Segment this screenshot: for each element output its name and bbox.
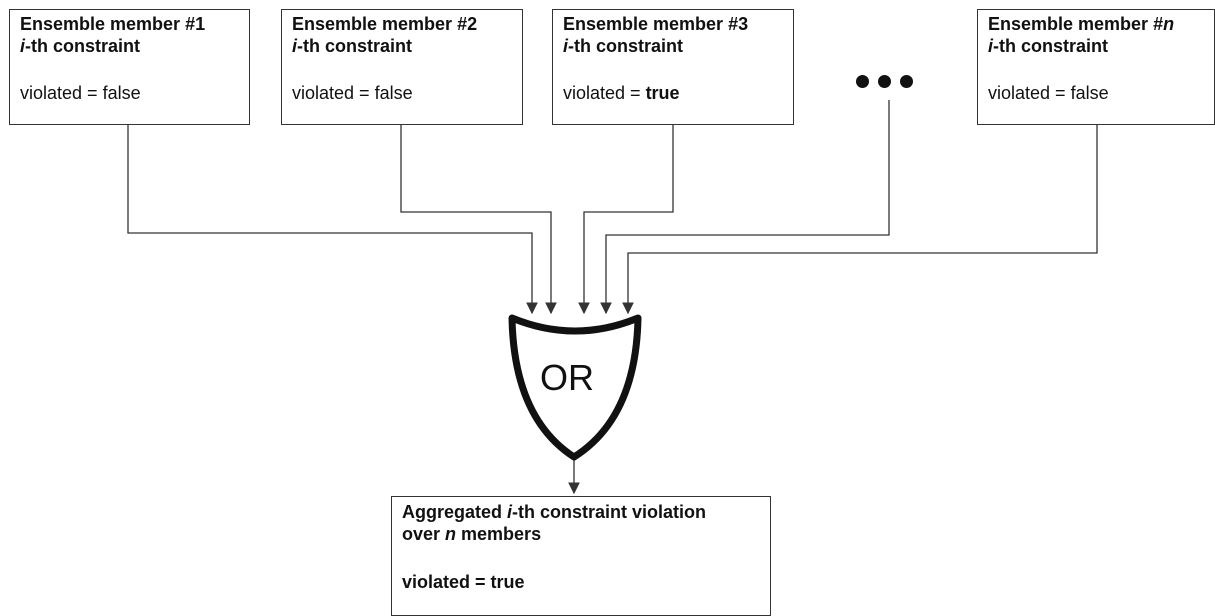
ensemble-member-3-box: Ensemble member #3 i-th constraint viola… [552, 9, 794, 125]
ellipsis-dot [878, 75, 891, 88]
member-2-constraint: i-th constraint [292, 36, 413, 56]
member-n-status: violated = false [988, 83, 1109, 103]
member-2-title: Ensemble member #2 [292, 14, 478, 34]
member-1-status: violated = false [20, 83, 141, 103]
member-1-title: Ensemble member #1 [20, 14, 206, 34]
member-n-constraint: i-th constraint [988, 36, 1109, 56]
ellipsis-dots [856, 75, 922, 93]
or-gate-label: OR [540, 357, 594, 398]
or-gate-shape [508, 314, 642, 461]
wire-member-3 [578, 125, 674, 315]
aggregated-violation-box: Aggregated i-th constraint violation ove… [391, 496, 771, 616]
wire-member-1 [127, 125, 538, 315]
wire-member-2 [400, 125, 557, 315]
ensemble-member-n-box: Ensemble member #n i-th constraint viola… [977, 9, 1215, 125]
aggregate-status: violated = true [402, 572, 525, 592]
ellipsis-dot [856, 75, 869, 88]
member-3-title: Ensemble member #3 [563, 14, 749, 34]
ensemble-member-2-box: Ensemble member #2 i-th constraint viola… [281, 9, 523, 125]
aggregate-title-line-2: over n members [402, 524, 542, 544]
member-2-status: violated = false [292, 83, 413, 103]
ellipsis-dot [900, 75, 913, 88]
ensemble-member-1-box: Ensemble member #1 i-th constraint viola… [9, 9, 250, 125]
member-3-status: violated = true [563, 83, 680, 103]
aggregate-title-line-1: Aggregated i-th constraint violation [402, 502, 707, 522]
wire-member-n [622, 125, 1098, 315]
member-n-title: Ensemble member #n [988, 14, 1175, 34]
member-1-constraint: i-th constraint [20, 36, 141, 56]
member-3-constraint: i-th constraint [563, 36, 684, 56]
wire-member-ellipsis [600, 100, 890, 315]
